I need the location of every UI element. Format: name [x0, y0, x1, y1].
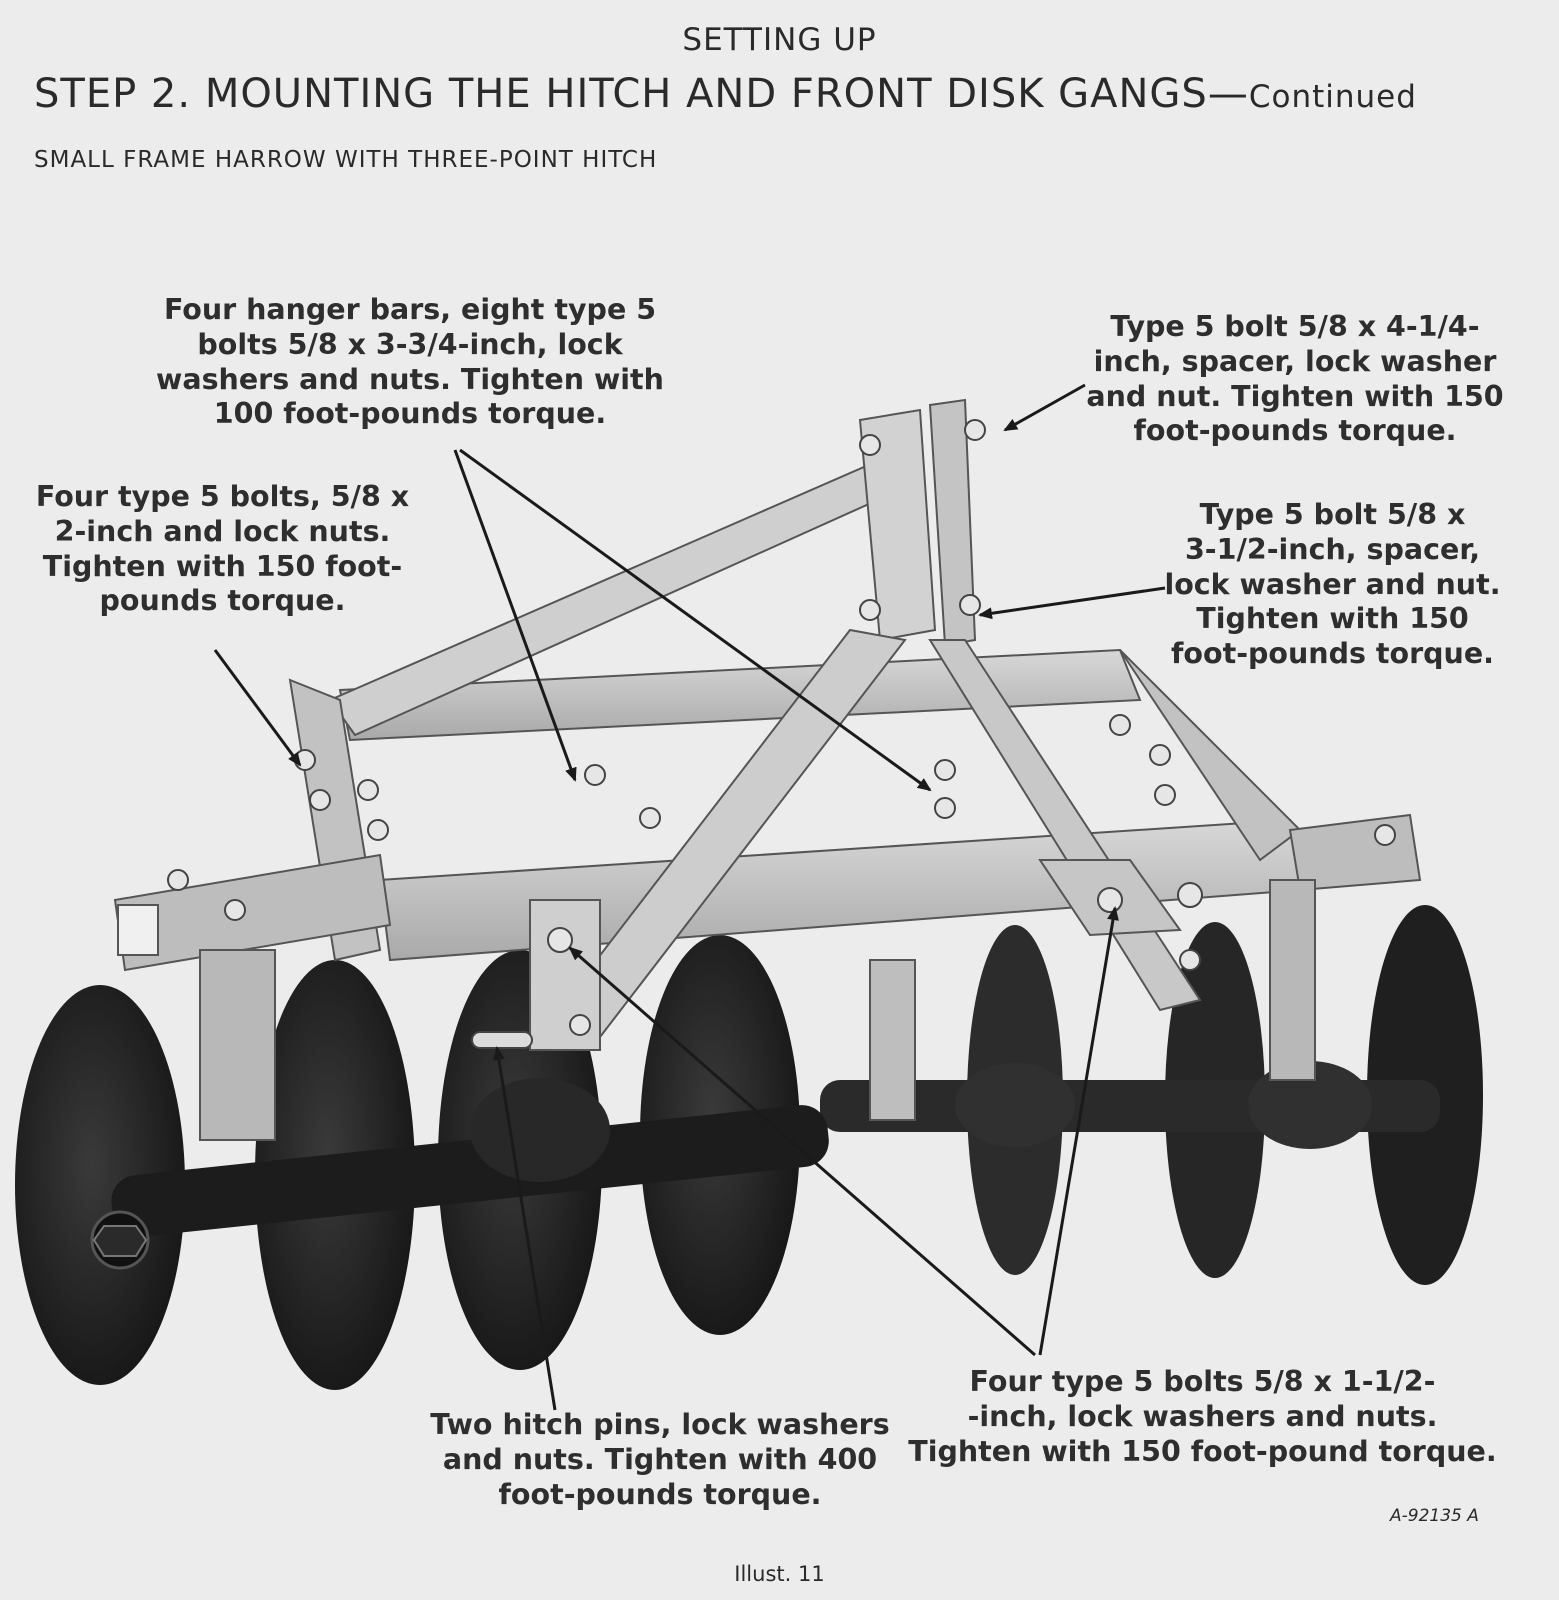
callout-line: lock washer and nut.: [1164, 567, 1501, 601]
callout-bolt-4-1-4: Type 5 bolt 5/8 x 4-1/4- inch, spacer, l…: [1075, 310, 1515, 449]
callout-line: Four type 5 bolts 5/8 x 1-1/2-: [969, 1365, 1436, 1398]
callout-line: foot-pounds torque.: [1171, 637, 1494, 671]
subtitle: SMALL FRAME HARROW WITH THREE-POINT HITC…: [34, 147, 658, 173]
callout-line: Tighten with 150 foot-: [42, 549, 403, 583]
step-title: STEP 2. MOUNTING THE HITCH AND FRONT DIS…: [34, 70, 1417, 119]
callout-line: inch, spacer, lock washer: [1093, 344, 1497, 378]
callout-bolts-1-1-2: Four type 5 bolts 5/8 x 1-1/2- -inch, lo…: [905, 1365, 1500, 1469]
callout-line: and nuts. Tighten with 400: [442, 1442, 878, 1476]
callout-line: washers and nuts. Tighten with: [156, 362, 664, 396]
callout-bolt-3-1-2: Type 5 bolt 5/8 x 3-1/2-inch, spacer, lo…: [1150, 498, 1515, 672]
callout-line: Type 5 bolt 5/8 x: [1199, 498, 1466, 531]
rear-disk-gang: [820, 905, 1483, 1285]
callout-line: and nut. Tighten with 150: [1086, 379, 1504, 413]
step-title-continued: Continued: [1248, 79, 1417, 115]
callout-line: 3-1/2-inch, spacer,: [1184, 532, 1481, 566]
step-title-main: STEP 2. MOUNTING THE HITCH AND FRONT DIS…: [34, 71, 1249, 117]
callout-bolts-2-inch: Four type 5 bolts, 5/8 x 2-inch and lock…: [20, 480, 425, 619]
callout-line: 100 foot-pounds torque.: [213, 397, 607, 431]
callout-line: pounds torque.: [99, 584, 346, 618]
callout-line: Four type 5 bolts, 5/8 x: [35, 480, 410, 513]
callout-line: Tighten with 150 foot-pound torque.: [908, 1434, 1497, 1468]
callout-line: Two hitch pins, lock washers: [430, 1408, 890, 1441]
callout-line: Type 5 bolt 5/8 x 4-1/4-: [1110, 310, 1480, 343]
callout-line: Four hanger bars, eight type 5: [163, 293, 657, 326]
figure-caption: Illust. 11: [734, 1562, 825, 1586]
callout-hitch-pins: Two hitch pins, lock washers and nuts. T…: [420, 1408, 900, 1512]
callout-line: foot-pounds torque.: [498, 1477, 822, 1511]
callout-line: 2-inch and lock nuts.: [54, 514, 391, 548]
callout-line: bolts 5/8 x 3-3/4-inch, lock: [197, 327, 623, 361]
callout-line: foot-pounds torque.: [1133, 414, 1457, 448]
leader-arrows: [213, 383, 1166, 1411]
front-disk-gang: [15, 935, 829, 1390]
callout-line: -inch, lock washers and nuts.: [967, 1399, 1438, 1433]
callout-line: Tighten with 150: [1196, 602, 1469, 636]
section-heading: SETTING UP: [682, 22, 877, 58]
figure-reference: A-92135 A: [1390, 1506, 1479, 1526]
callout-hanger-bars: Four hanger bars, eight type 5 bolts 5/8…: [150, 293, 670, 432]
